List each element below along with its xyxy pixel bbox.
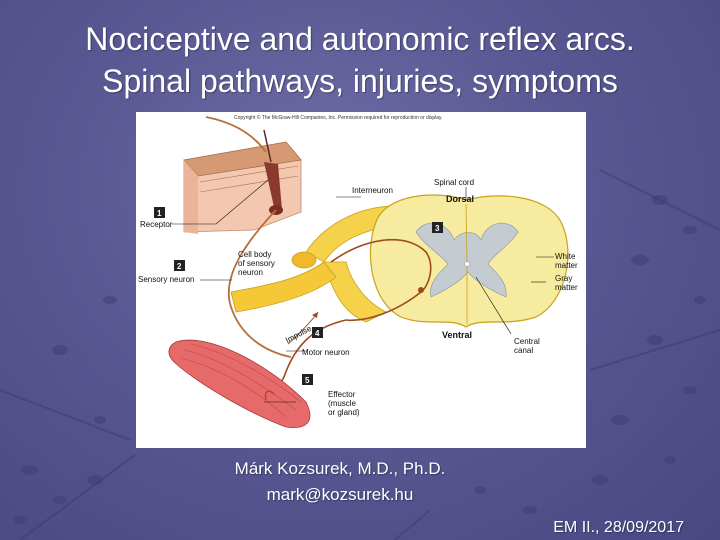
label-cell-body-2: of sensory — [238, 259, 275, 268]
label-white-matter-2: matter — [555, 261, 578, 270]
diagram-labels: Spinal cord Dorsal Ventral Interneuron R… — [138, 178, 578, 417]
muscle-effector — [168, 339, 311, 429]
label-interneuron: Interneuron — [352, 186, 393, 195]
label-gray-matter-2: matter — [555, 283, 578, 292]
step-3-number: 3 — [435, 224, 440, 233]
step-4-number: 4 — [315, 329, 320, 338]
label-spinal-cord: Spinal cord — [434, 178, 474, 187]
author-email: mark@kozsurek.hu — [266, 485, 414, 504]
slide-date: EM II., 28/09/2017 — [553, 519, 684, 536]
step-5-box — [302, 374, 313, 385]
sensory-neuron-fiber — [205, 116, 292, 358]
nerve-root — [230, 205, 412, 323]
label-white-matter-1: White — [555, 252, 576, 261]
spinal-cord-cross-section — [369, 194, 569, 328]
reflex-arc-diagram: Copyright © The McGraw-Hill Companies, I… — [136, 112, 586, 448]
label-central-canal-1: Central — [514, 337, 540, 346]
skin-section — [183, 141, 302, 234]
copyright-notice: Copyright © The McGraw-Hill Companies, I… — [234, 114, 443, 121]
title-line-2: Spinal pathways, injuries, symptoms — [102, 63, 618, 99]
reflex-arc-illustration: Copyright © The McGraw-Hill Companies, I… — [138, 114, 578, 429]
label-cell-body-1: Cell body — [238, 250, 271, 259]
author-name: Márk Kozsurek, M.D., Ph.D. — [234, 459, 446, 478]
author-block: Márk Kozsurek, M.D., Ph.D. mark@kozsurek… — [0, 456, 680, 508]
label-effector-1: Effector — [328, 390, 356, 399]
slide-title: Nociceptive and autonomic reflex arcs. S… — [0, 18, 720, 102]
step-1-number: 1 — [157, 209, 162, 218]
label-gray-matter-1: Gray — [555, 274, 572, 283]
label-effector-3: or gland) — [328, 408, 360, 417]
step-2-number: 2 — [177, 262, 182, 271]
leader-lines — [172, 179, 554, 403]
step-2-box — [174, 260, 185, 271]
impulse-label: Impulse — [284, 324, 313, 345]
label-dorsal: Dorsal — [446, 194, 474, 204]
label-cell-body-3: neuron — [238, 268, 263, 277]
label-motor-neuron: Motor neuron — [302, 348, 350, 357]
label-effector-2: (muscle — [328, 399, 357, 408]
step-5-number: 5 — [305, 376, 310, 385]
step-markers: 1 2 3 4 5 — [154, 207, 443, 385]
label-ventral: Ventral — [442, 330, 472, 340]
label-sensory-neuron: Sensory neuron — [138, 275, 194, 284]
label-central-canal-2: canal — [514, 346, 533, 355]
step-3-box — [432, 222, 443, 233]
step-1-box — [154, 207, 165, 218]
title-line-1: Nociceptive and autonomic reflex arcs. — [85, 21, 635, 57]
label-receptor: Receptor — [140, 220, 173, 229]
step-4-box — [312, 327, 323, 338]
